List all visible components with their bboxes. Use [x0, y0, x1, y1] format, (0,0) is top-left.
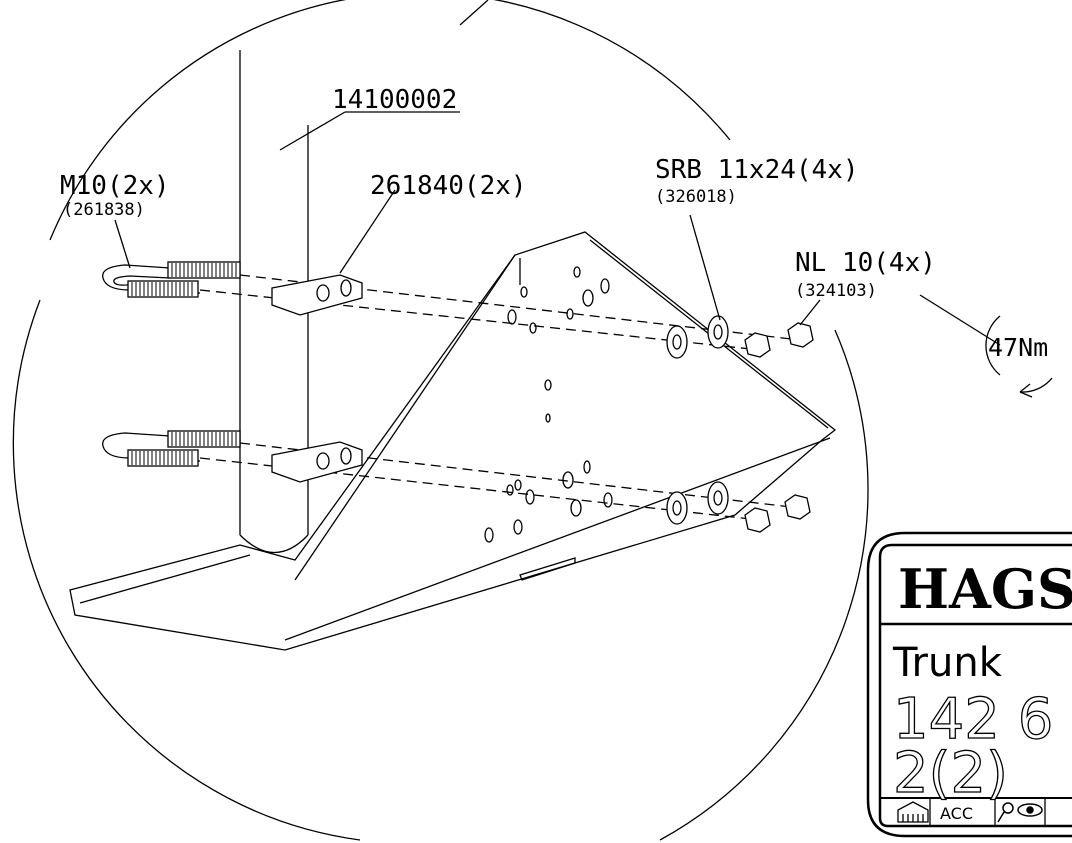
- washer-code-label: (326018): [655, 187, 737, 207]
- house-icon: [897, 801, 929, 823]
- pole-part-label: 14100002: [332, 85, 457, 115]
- nut-label: NL 10(4x): [795, 248, 936, 278]
- detail-circle-right: [659, 329, 869, 841]
- u-bolt-upper: [102, 261, 241, 298]
- magnifier-eye-icon: [997, 802, 1043, 823]
- quantity: 2(2): [893, 741, 1008, 806]
- ubolt-label: M10(2x): [60, 171, 170, 201]
- clamp-lower: [271, 441, 363, 483]
- torque-symbol: [985, 315, 1053, 398]
- leader-lines: [114, 111, 1001, 346]
- plate-holes: [484, 266, 613, 543]
- acc-box: ACC: [940, 804, 973, 823]
- nuts: [744, 322, 814, 533]
- brand-logo: HAGS: [898, 557, 1072, 621]
- washer-label: SRB 11x24(4x): [655, 155, 859, 185]
- ubolt-code-label: (261838): [63, 200, 145, 220]
- product-name: Trunk: [892, 640, 1003, 686]
- clamp-upper: [271, 274, 363, 316]
- detail-circle: [49, 0, 731, 241]
- nut-code-label: (324103): [795, 281, 877, 301]
- title-block-frame: [866, 531, 1072, 838]
- u-bolt-lower: [102, 430, 241, 467]
- detail-circle-lower: [12, 299, 361, 841]
- washers: [666, 315, 729, 525]
- part-number: 142 6: [893, 687, 1053, 752]
- clamp-label: 261840(2x): [370, 171, 527, 201]
- torque-value: 47Nm: [988, 333, 1048, 362]
